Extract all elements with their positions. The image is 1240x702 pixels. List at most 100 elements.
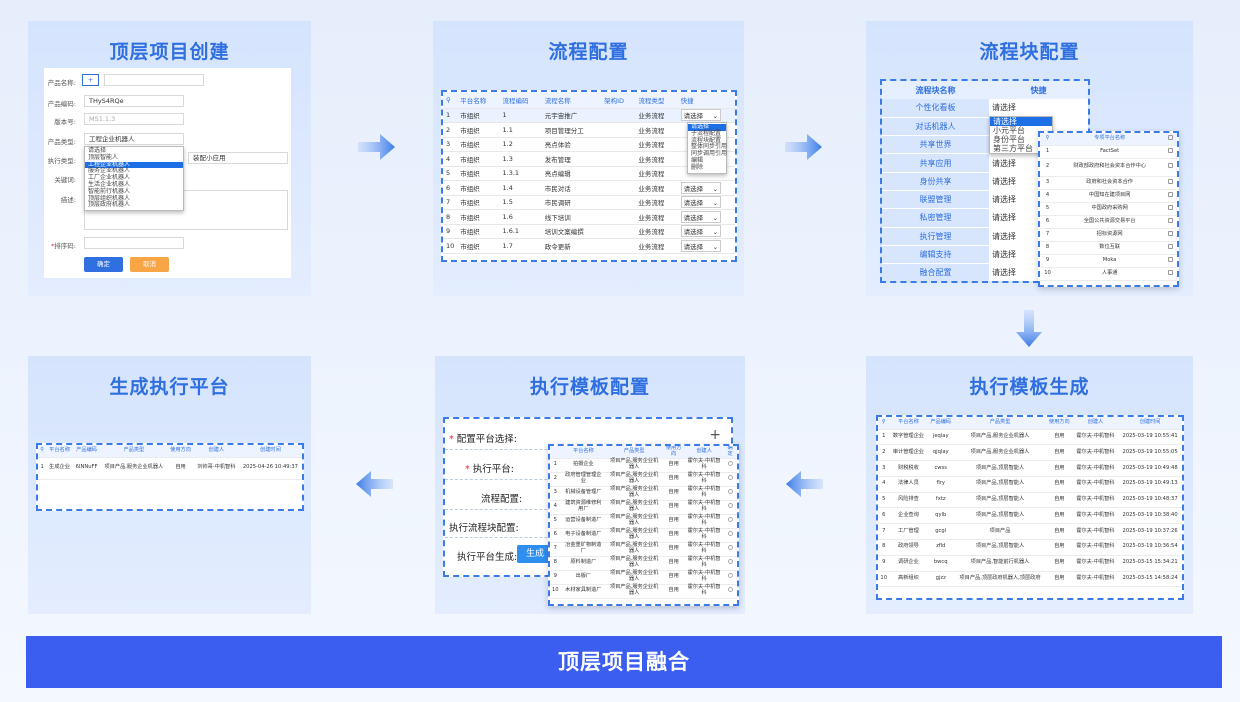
row-checkbox[interactable]: [1168, 204, 1174, 210]
confirm-button[interactable]: 确定: [84, 257, 123, 272]
dropdown-option[interactable]: 同步调用引用: [691, 150, 728, 158]
product-code-input[interactable]: THyS4RQe: [84, 95, 184, 107]
row-checkbox[interactable]: [1168, 230, 1174, 236]
exec-type-select[interactable]: 装配小应用: [188, 152, 288, 164]
quick-select-value[interactable]: 请选择: [680, 239, 721, 252]
table-cell[interactable]: 财税税收: [889, 460, 928, 477]
quick-select[interactable]: 请选择⌄: [677, 238, 735, 254]
dropdown-option[interactable]: 顶层智能人: [88, 153, 119, 161]
dropdown-option[interactable]: 流程块配置: [691, 136, 722, 144]
dropdown-option[interactable]: 服务企业机器人: [88, 167, 131, 175]
row-radio[interactable]: [727, 475, 733, 481]
dropdown-option[interactable]: 第三方平台: [993, 144, 1033, 153]
dropdown-option[interactable]: 整体同步引用: [691, 143, 728, 151]
quick-select[interactable]: 请选择⌄: [677, 180, 735, 196]
quick-dropdown[interactable]: 请选择子流程配置流程块配置整体同步引用同步调用引用编辑删除: [687, 122, 727, 174]
row-radio[interactable]: [727, 587, 733, 593]
dropdown-option[interactable]: 请选择: [88, 147, 107, 154]
quick-select-value[interactable]: 请选择: [680, 210, 721, 223]
row-radio[interactable]: [727, 503, 733, 509]
quick-select[interactable]: 请选择⌄: [677, 108, 735, 123]
add-icon[interactable]: +: [709, 427, 721, 443]
table-cell[interactable]: 政府领导: [889, 539, 928, 556]
row-checkbox[interactable]: [1168, 147, 1174, 153]
row-checkbox[interactable]: [1168, 243, 1174, 249]
row-radio[interactable]: [727, 489, 733, 495]
add-button[interactable]: +: [82, 74, 99, 86]
row-checkbox[interactable]: [1168, 217, 1174, 223]
table-cell[interactable]: 法律人员: [889, 476, 928, 493]
dropdown-option[interactable]: 生活企业机器人: [88, 180, 131, 188]
search-icon[interactable]: ⚲: [1040, 133, 1056, 146]
table-cell[interactable]: 数字管理企业: [889, 429, 928, 446]
table-row[interactable]: 1 生成企业 6INNuFF 项目产品,服务企业机器人 自用 刘帅哥-中机智科 …: [38, 457, 302, 480]
dropdown-option[interactable]: 工程企业机器人: [85, 161, 183, 169]
dropdown-option[interactable]: 工厂企业机器人: [88, 174, 131, 182]
search-icon[interactable]: ⚲: [38, 445, 47, 458]
dropdown-option[interactable]: 编辑: [691, 156, 704, 164]
quick-select[interactable]: 请选择⌄: [677, 209, 735, 225]
row-checkbox[interactable]: [1168, 256, 1174, 262]
table-cell[interactable]: 工厂管理: [889, 523, 928, 541]
table-cell[interactable]: 企业查询: [889, 507, 928, 525]
quick-select[interactable]: 请选择⌄: [677, 224, 735, 239]
dropdown-option[interactable]: 顶层政府机器人: [88, 201, 131, 209]
dropdown-option[interactable]: 智能前行机器人: [88, 187, 131, 195]
row-checkbox[interactable]: [1168, 269, 1174, 275]
row-radio[interactable]: [727, 517, 733, 523]
table-row[interactable]: 身份共享请选择: [882, 172, 1088, 191]
row-checkbox[interactable]: [1168, 163, 1174, 169]
cancel-button[interactable]: 取消: [130, 257, 169, 272]
dropdown-option[interactable]: 身份平台: [993, 135, 1025, 144]
row-radio[interactable]: [727, 545, 733, 551]
block-select[interactable]: 请选择: [989, 99, 1088, 118]
table-cell[interactable]: 高新组织: [889, 571, 928, 588]
dropdown-option[interactable]: 请选择: [990, 117, 1052, 126]
quick-select-value[interactable]: 请选择: [680, 109, 721, 122]
table-cell[interactable]: 审计管理企业: [889, 444, 928, 462]
version-input[interactable]: MS1.1.3: [84, 113, 184, 125]
cell-platform-link[interactable]: 生成企业: [46, 457, 73, 480]
sort-input[interactable]: [84, 237, 184, 249]
search-icon[interactable]: ⚲: [443, 92, 458, 109]
row-radio[interactable]: [727, 461, 733, 467]
row-radio[interactable]: [727, 559, 733, 565]
select-all-checkbox[interactable]: [1168, 134, 1174, 140]
row-checkbox[interactable]: [1168, 178, 1174, 184]
quick-select-value[interactable]: 请选择: [680, 181, 721, 194]
table-cell[interactable]: 调研企业: [889, 555, 928, 572]
quick-select-value[interactable]: 请选择: [680, 196, 721, 209]
dropdown-option[interactable]: 删除: [691, 163, 704, 171]
